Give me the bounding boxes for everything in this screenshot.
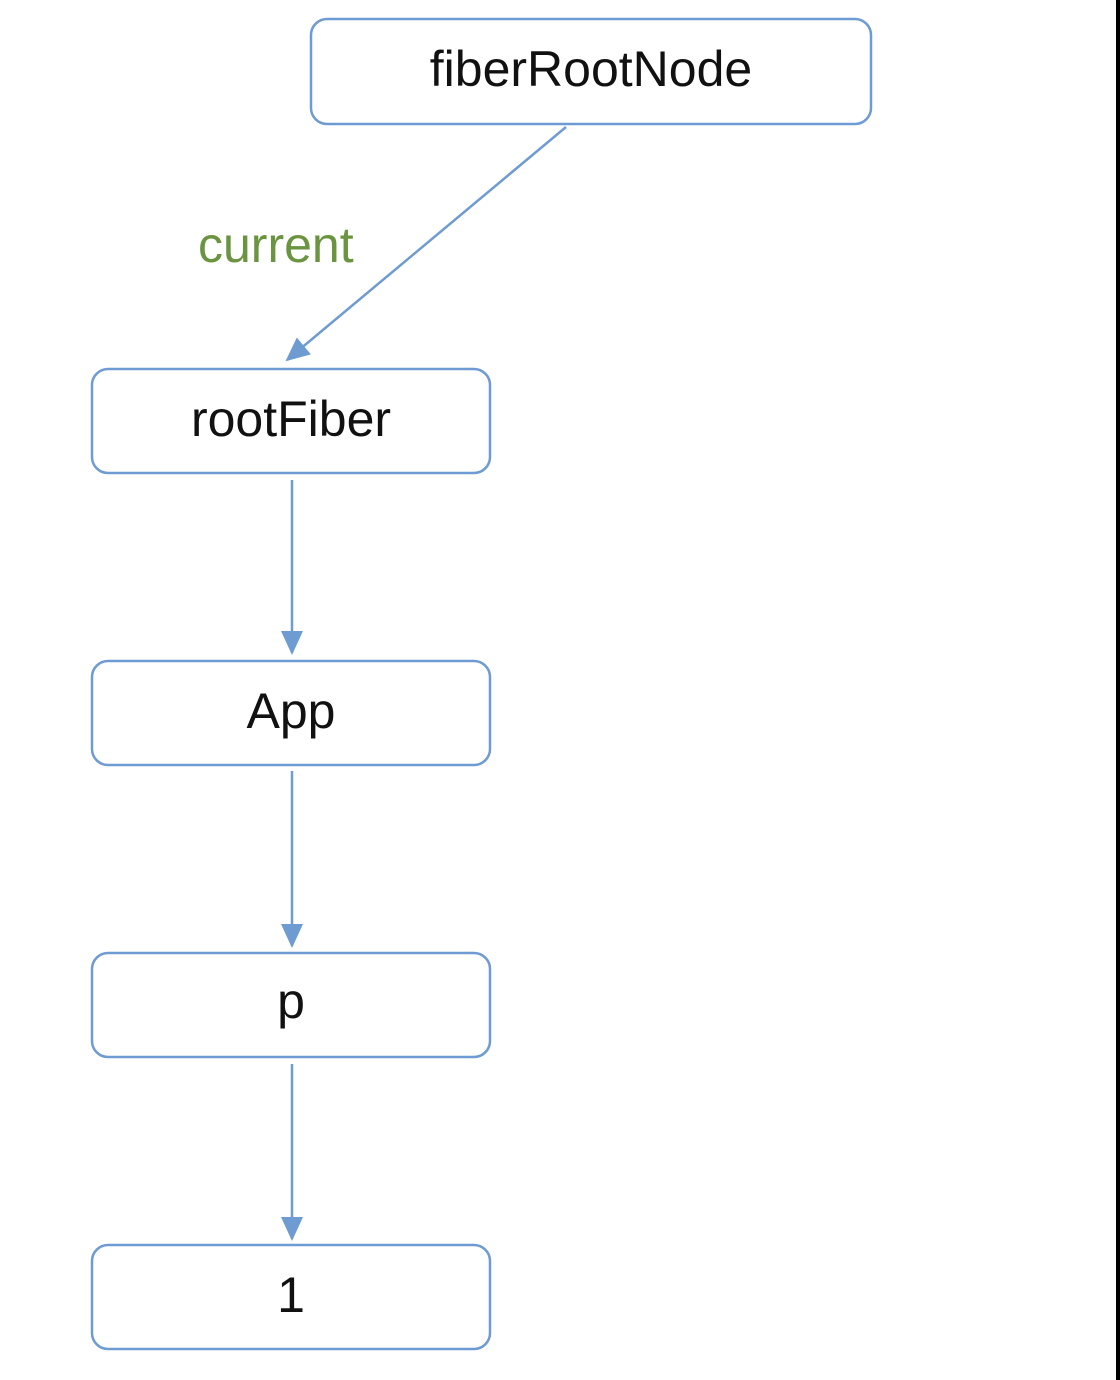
edge-current: [285, 126, 567, 362]
edge-label-current: current: [198, 217, 354, 273]
node-app: App: [90, 659, 492, 767]
node-p: p: [90, 951, 492, 1059]
node-fiber-root-node: fiberRootNode: [309, 17, 873, 126]
node-label-p: p: [277, 973, 305, 1029]
node-label-text-one: 1: [277, 1267, 305, 1323]
node-root-fiber: rootFiber: [90, 367, 492, 475]
node-label-root-fiber: rootFiber: [191, 391, 391, 447]
node-text-one: 1: [90, 1243, 492, 1351]
node-label-app: App: [247, 683, 336, 739]
node-label-fiber-root-node: fiberRootNode: [430, 41, 752, 97]
right-edge-border: [1116, 0, 1120, 1380]
